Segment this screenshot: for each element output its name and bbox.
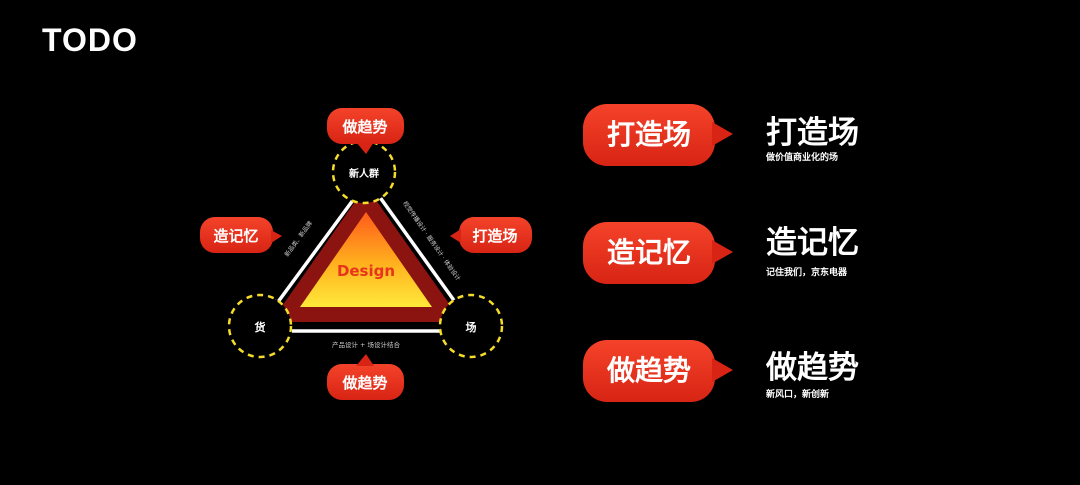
callout-bottom-label: 做趋势 (341, 374, 387, 392)
node-label-left: 货 (254, 320, 266, 334)
page-title: TODO (42, 22, 138, 58)
node-label-top: 新人群 (349, 167, 379, 180)
list-item-title: 做趋势 (765, 350, 859, 386)
callout-left-label: 造记忆 (213, 227, 258, 245)
list-item-title: 造记忆 (766, 225, 859, 261)
callout-left: 造记忆 (200, 217, 282, 253)
callout-top-label: 做趋势 (341, 118, 387, 136)
node-circle-left (227, 293, 293, 359)
list-item-subtitle: 新风口，新创新 (766, 388, 829, 400)
list-item-subtitle: 做价值商业化的场 (765, 151, 838, 163)
callout-bottom: 做趋势 (327, 354, 404, 400)
list-item-bubble-label: 做趋势 (606, 354, 691, 387)
callout-right-label: 打造场 (472, 227, 517, 245)
edge-label-bottom: 产品设计 + 场设计结合 (332, 340, 401, 349)
list-item: 打造场 打造场 做价值商业化的场 (583, 104, 859, 166)
design-label: Design (337, 262, 395, 280)
callout-right: 打造场 (450, 217, 532, 253)
edge-arrow-right (377, 194, 460, 308)
list-item-bubble-label: 打造场 (607, 118, 691, 151)
callout-top: 做趋势 (327, 108, 404, 154)
node-circle-right (438, 293, 504, 359)
list-item: 做趋势 做趋势 新风口，新创新 (583, 340, 859, 402)
list-item-title: 打造场 (766, 115, 859, 151)
node-label-right: 场 (466, 320, 477, 334)
inner-triangle (300, 212, 432, 307)
edge-arrow-left (273, 194, 358, 308)
edge-label-left: 新品类、新品牌 (283, 219, 314, 258)
list-item-subtitle: 记住我们，京东电器 (766, 266, 848, 278)
list-item: 造记忆 造记忆 记住我们，京东电器 (583, 222, 859, 284)
list-item-bubble-label: 造记忆 (607, 236, 691, 269)
